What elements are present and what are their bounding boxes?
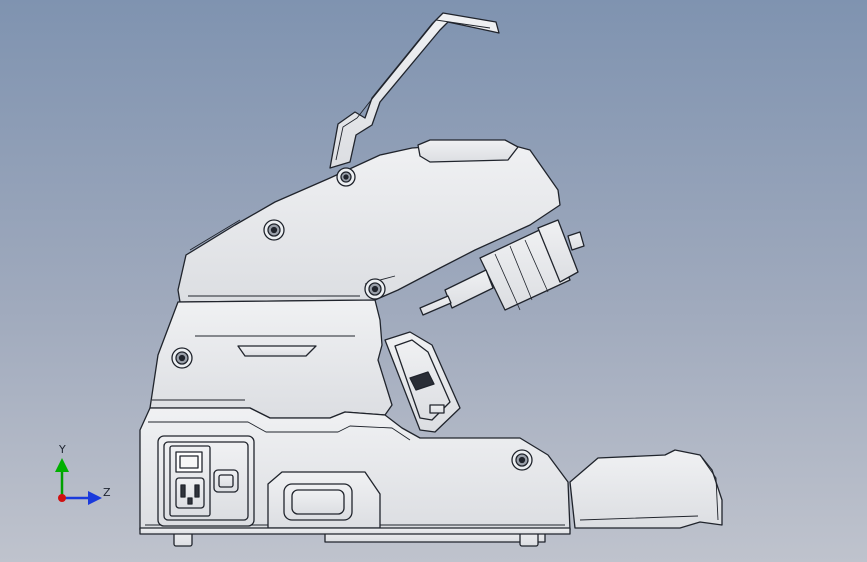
power-inlet-pin-left (180, 484, 186, 498)
coordinate-triad: Y Z (55, 443, 111, 505)
spindle-shaft (444, 269, 494, 309)
power-inlet-pin-right (194, 484, 200, 498)
triad-y-label: Y (58, 443, 66, 456)
spindle-bit (419, 295, 452, 316)
screw-lever-pivot (336, 167, 356, 187)
tool-clamp-jaw (409, 371, 435, 391)
middle-housing-edge (152, 335, 355, 401)
tool-clamp-key (429, 404, 445, 414)
rear-tray (569, 449, 723, 529)
base-handle-cutout-inner (291, 489, 345, 515)
power-switch-rocker[interactable] (179, 455, 199, 469)
spindle-cap (567, 231, 585, 251)
upper-housing-handle-slot (417, 139, 519, 163)
rear-tray-edge (579, 457, 719, 521)
screw-middle-left (171, 347, 193, 369)
screw-base-right (511, 449, 533, 471)
screw-upper-center (364, 278, 386, 300)
triad-z-arrow (88, 491, 102, 505)
middle-housing-slot (237, 345, 317, 357)
spindle-flange (537, 219, 579, 283)
triad-origin (58, 494, 66, 502)
lever-arm (329, 12, 500, 169)
fuse-holder-inner (218, 474, 234, 488)
triad-y-arrow (55, 458, 69, 472)
base-plate (139, 527, 571, 535)
lever-arm-inner (335, 19, 491, 161)
power-inlet-pin-ground (187, 497, 193, 505)
spindle-detail (494, 239, 549, 311)
screw-upper-left (263, 219, 285, 241)
triad-z-label: Z (103, 486, 111, 499)
spindle-assembly (419, 219, 585, 316)
